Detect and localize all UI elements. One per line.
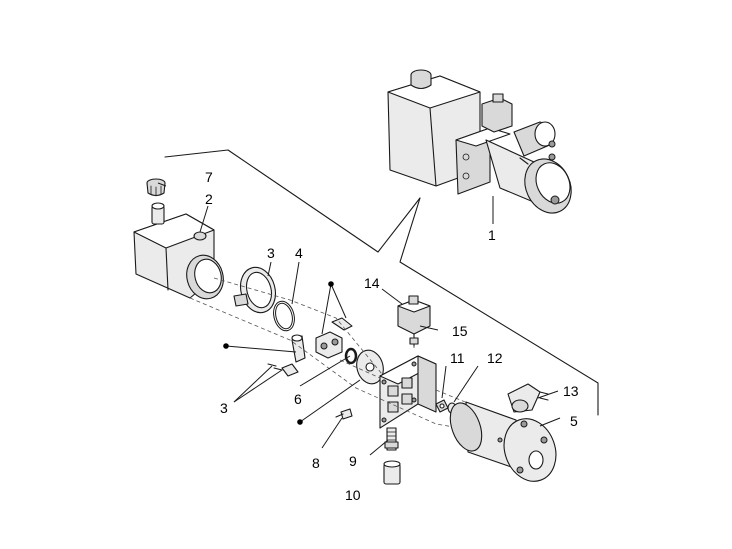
part-1-power-unit-assembly xyxy=(387,69,572,214)
leader-lines xyxy=(157,182,561,456)
callout-7: 7 xyxy=(205,169,213,185)
part-4-o-ring xyxy=(273,300,295,332)
callout-14: 14 xyxy=(364,275,380,291)
callout-10: 10 xyxy=(345,487,361,503)
callout-5: 5 xyxy=(570,413,578,429)
part-2-reservoir xyxy=(133,202,224,300)
dot-markers xyxy=(223,281,334,425)
callout-labels: 1 2 3 3 4 5 6 7 8 9 10 11 12 13 14 15 xyxy=(205,169,579,503)
part-7-filler-cap xyxy=(146,178,166,197)
callout-2: 2 xyxy=(205,191,213,207)
callout-13: 13 xyxy=(563,383,579,399)
callout-15: 15 xyxy=(452,323,468,339)
detail-frame-lines xyxy=(164,149,599,416)
callout-8: 8 xyxy=(312,455,320,471)
callout-11: 11 xyxy=(450,350,465,366)
part-14-15-solenoid-valve xyxy=(397,295,431,347)
callout-6: 6 xyxy=(294,391,302,407)
callout-3-pins: 3 xyxy=(220,400,228,416)
callout-9: 9 xyxy=(349,453,357,469)
part-10-sleeve xyxy=(383,460,401,485)
part-9-fitting xyxy=(384,427,399,451)
callout-1: 1 xyxy=(488,227,496,243)
part-3-hose-clamp xyxy=(233,266,277,314)
callout-4: 4 xyxy=(295,245,303,261)
part-5-motor xyxy=(449,401,557,482)
callout-3-clamp: 3 xyxy=(267,245,275,261)
part-8-screw xyxy=(335,408,353,420)
part-3-pins xyxy=(267,334,306,377)
callout-12: 12 xyxy=(487,350,503,366)
part-6-coupling xyxy=(315,317,384,385)
pump-block xyxy=(379,355,437,429)
part-13-sensor xyxy=(507,383,549,413)
part-11-nut xyxy=(435,399,449,413)
